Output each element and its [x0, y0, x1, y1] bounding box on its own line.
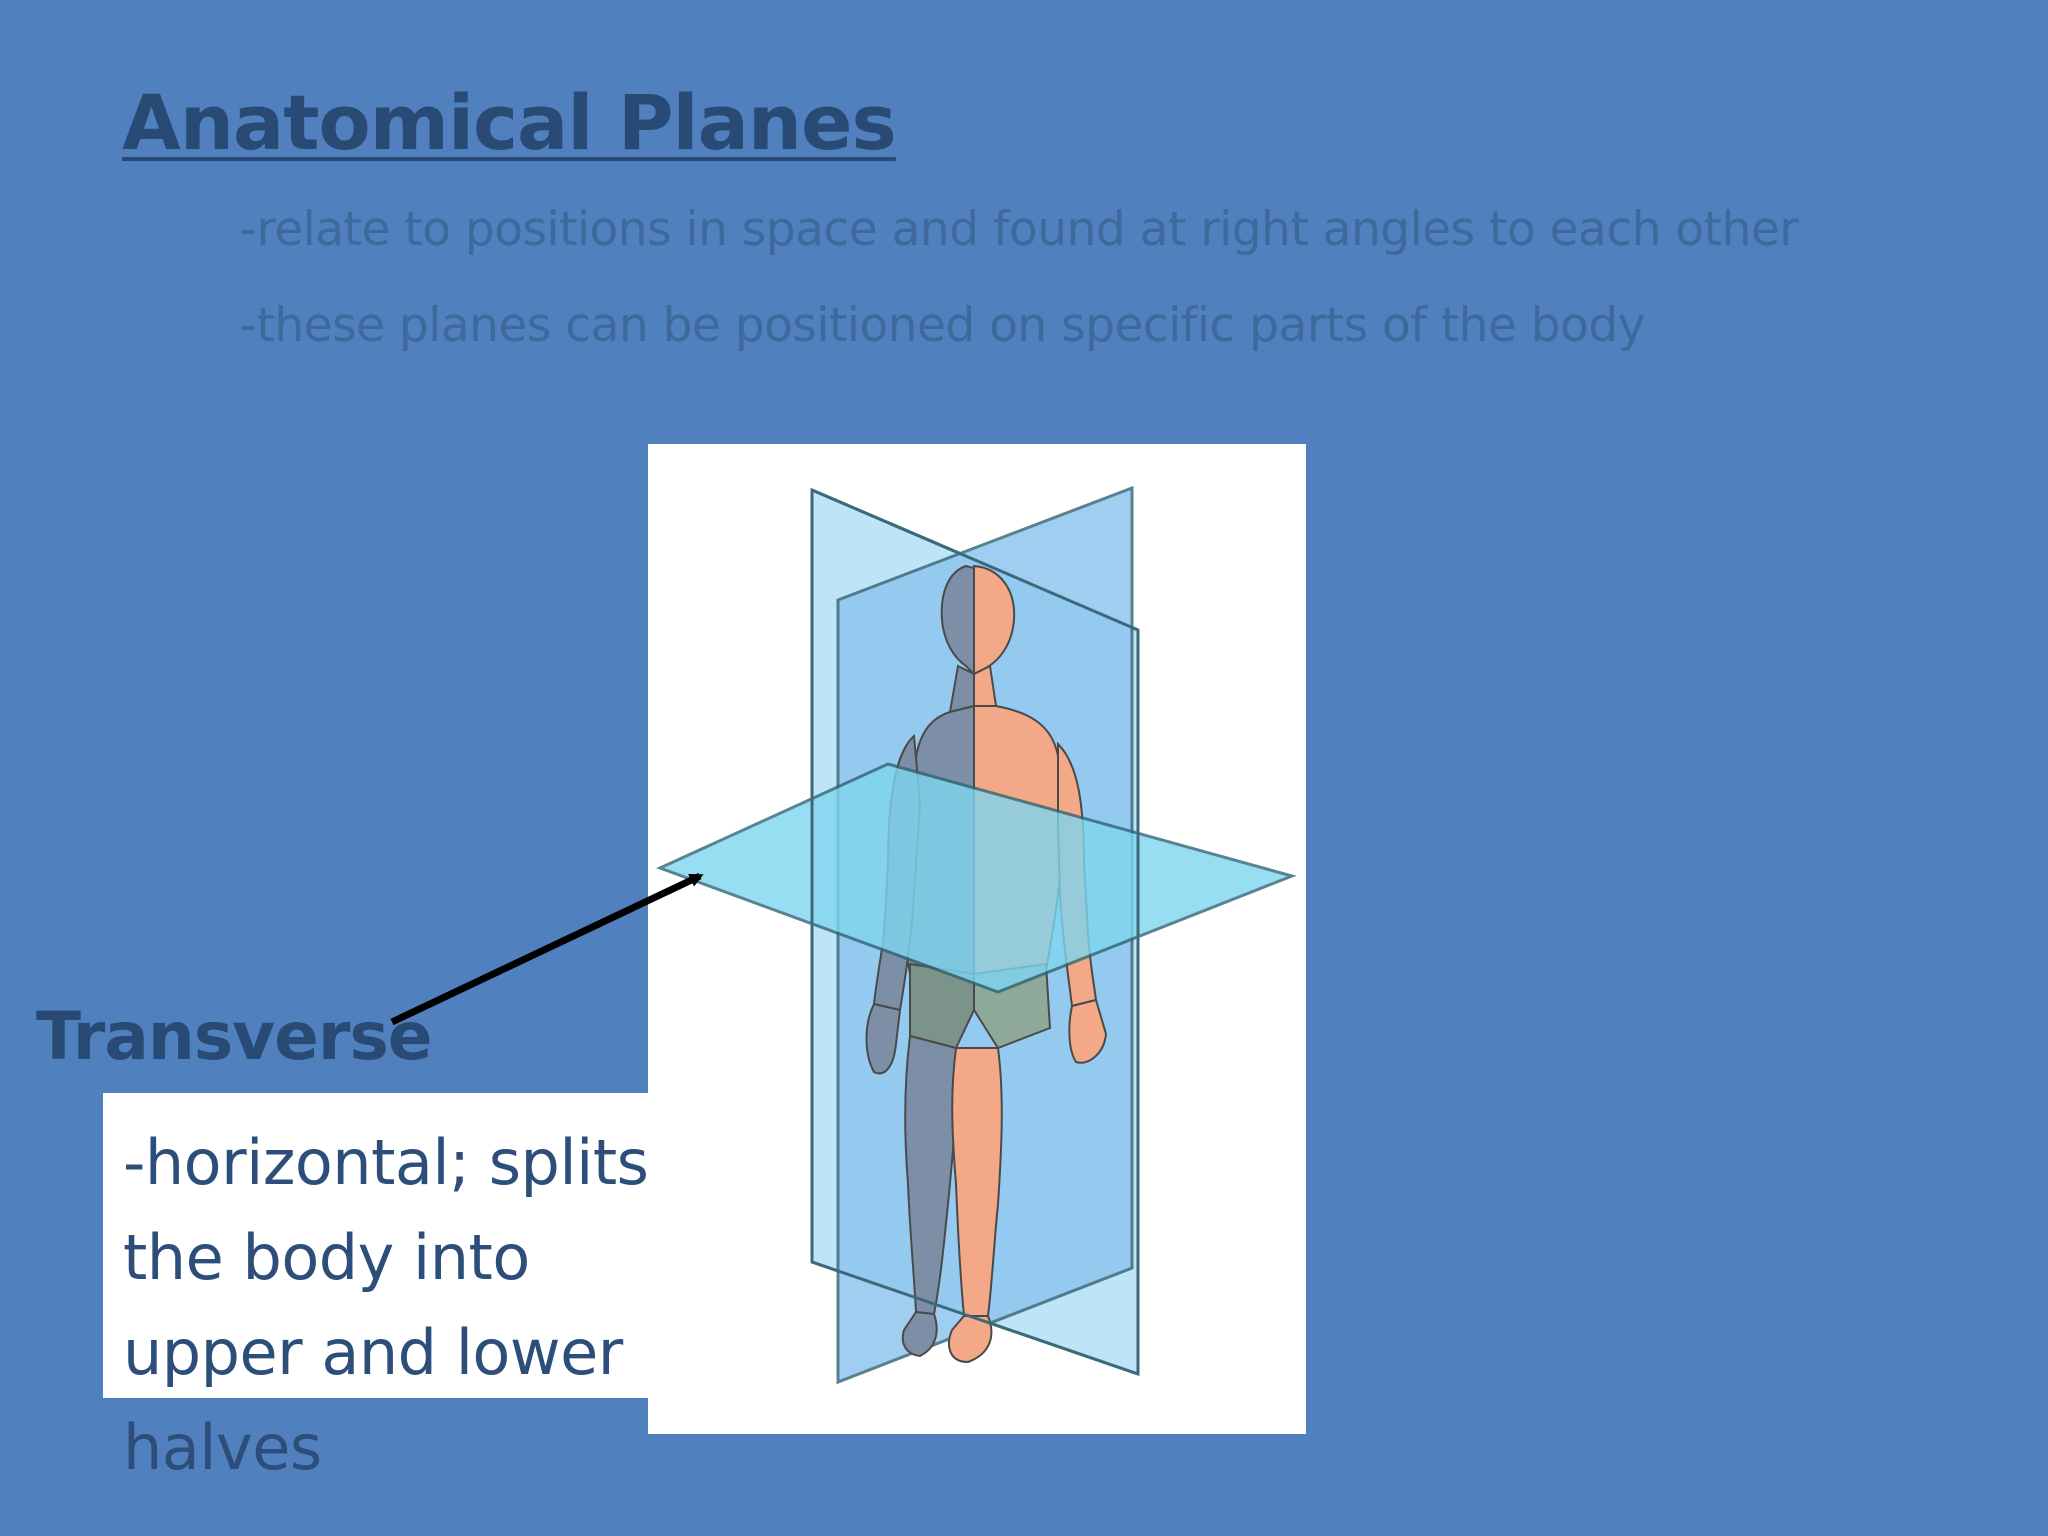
transverse-description: -horizontal; splits the body into upper … — [123, 1126, 649, 1484]
plane-edge-line — [811, 1260, 1139, 1376]
transverse-label: Transverse — [36, 998, 433, 1075]
transverse-plane — [656, 762, 1297, 994]
bullet-positions-in-space: -relate to positions in space and found … — [240, 202, 1799, 257]
human-body-planes-icon — [656, 485, 1297, 1385]
bullet-positioned-on-body: -these planes can be positioned on speci… — [240, 298, 1646, 353]
slide-title: Anatomical Planes — [122, 78, 897, 167]
plane-edge-line — [811, 488, 1139, 632]
anatomical-planes-figure — [648, 444, 1306, 1434]
description-box: -horizontal; splits the body into upper … — [103, 1093, 651, 1484]
